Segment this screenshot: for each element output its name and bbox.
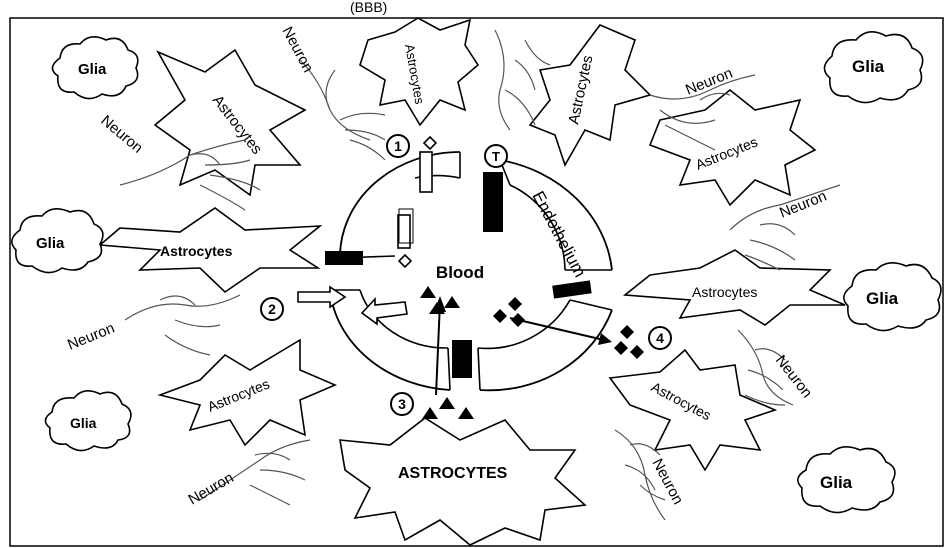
svg-text:Glia: Glia [78,61,107,78]
junction-bar-top [483,172,503,232]
blood-label: Blood [436,263,484,282]
junction-bar-bottom [452,340,472,378]
neuron-left-lower: Neuron [65,294,241,356]
neuron-right-lower: Neuron [737,329,816,406]
marker-3: 3 [390,392,414,416]
astrocyte-top-left: Astrocytes [153,48,307,197]
transporter-bar-inner [397,214,411,249]
diamond-cluster-outside [614,325,644,359]
glia-bottom-left: Glia [44,390,132,452]
astrocyte-right-middle: Astrocytes [622,249,846,326]
svg-text:2: 2 [268,301,276,317]
junction-bar-right [552,280,592,299]
arrow-in-2 [297,285,347,309]
glia-top-right: Glia [823,31,924,104]
marker-1: 1 [386,134,410,158]
svg-text:Astrocytes: Astrocytes [692,284,757,300]
svg-text:Neuron: Neuron [65,320,117,354]
svg-text:Glia: Glia [70,415,97,431]
vessel-ring [329,151,613,392]
glia-right: Glia [843,262,942,332]
glia-left: Glia [11,208,104,274]
svg-text:4: 4 [656,330,664,346]
arrow-line-3 [435,301,441,396]
transporter-bar-top [419,151,433,193]
svg-text:Glia: Glia [852,57,885,76]
svg-text:Neuron: Neuron [278,24,316,75]
neuron-right-middle: Neuron [729,184,841,271]
marker-t: T [484,144,508,168]
astrocyte-top-right: Astrocytes [528,24,652,167]
glia-top-left: Glia [51,36,139,100]
svg-text:Neuron: Neuron [97,112,146,157]
astrocyte-left-middle: Astrocytes [98,207,323,294]
astrocyte-top-center: Astrocytes [359,17,480,127]
arrow-out-2 [360,296,408,326]
svg-text:Astrocytes: Astrocytes [160,243,233,259]
marker-2: 2 [260,297,284,321]
svg-text:1: 1 [394,138,402,154]
arrow-head-3 [434,296,446,312]
svg-text:Neuron: Neuron [186,469,237,508]
marker-4: 4 [648,326,672,350]
svg-text:T: T [492,149,500,164]
astrocyte-right-lower: Astrocytes [608,348,778,472]
astrocyte-right-upper: Astrocytes [648,88,817,207]
arrow-line-4 [509,317,605,341]
svg-text:Glia: Glia [866,289,899,308]
neuron-top-right-branches [494,29,551,131]
diamond-small-top [422,135,438,151]
arrow-head-4 [598,333,612,345]
svg-text:3: 3 [398,396,406,412]
header-title-fragment: (BBB) [350,0,387,15]
astrocyte-bottom-large: ASTROCYTES [339,417,587,546]
diamond-cluster-inside [493,297,525,327]
glia-bottom-right: Glia [797,446,896,514]
frame-border [9,17,944,547]
diamond-small-bottom [397,253,413,269]
neuron-bottom-left: Neuron [186,439,311,508]
junction-bar-left [325,251,363,265]
svg-text:Glia: Glia [820,473,853,492]
astrocyte-left-lower: Astrocytes [157,338,338,447]
svg-text:Neuron: Neuron [648,456,686,507]
triangle-cluster-outside [422,397,474,419]
svg-text:Glia: Glia [36,235,65,252]
svg-text:Neuron: Neuron [772,352,816,401]
svg-text:ASTROCYTES: ASTROCYTES [398,465,508,482]
